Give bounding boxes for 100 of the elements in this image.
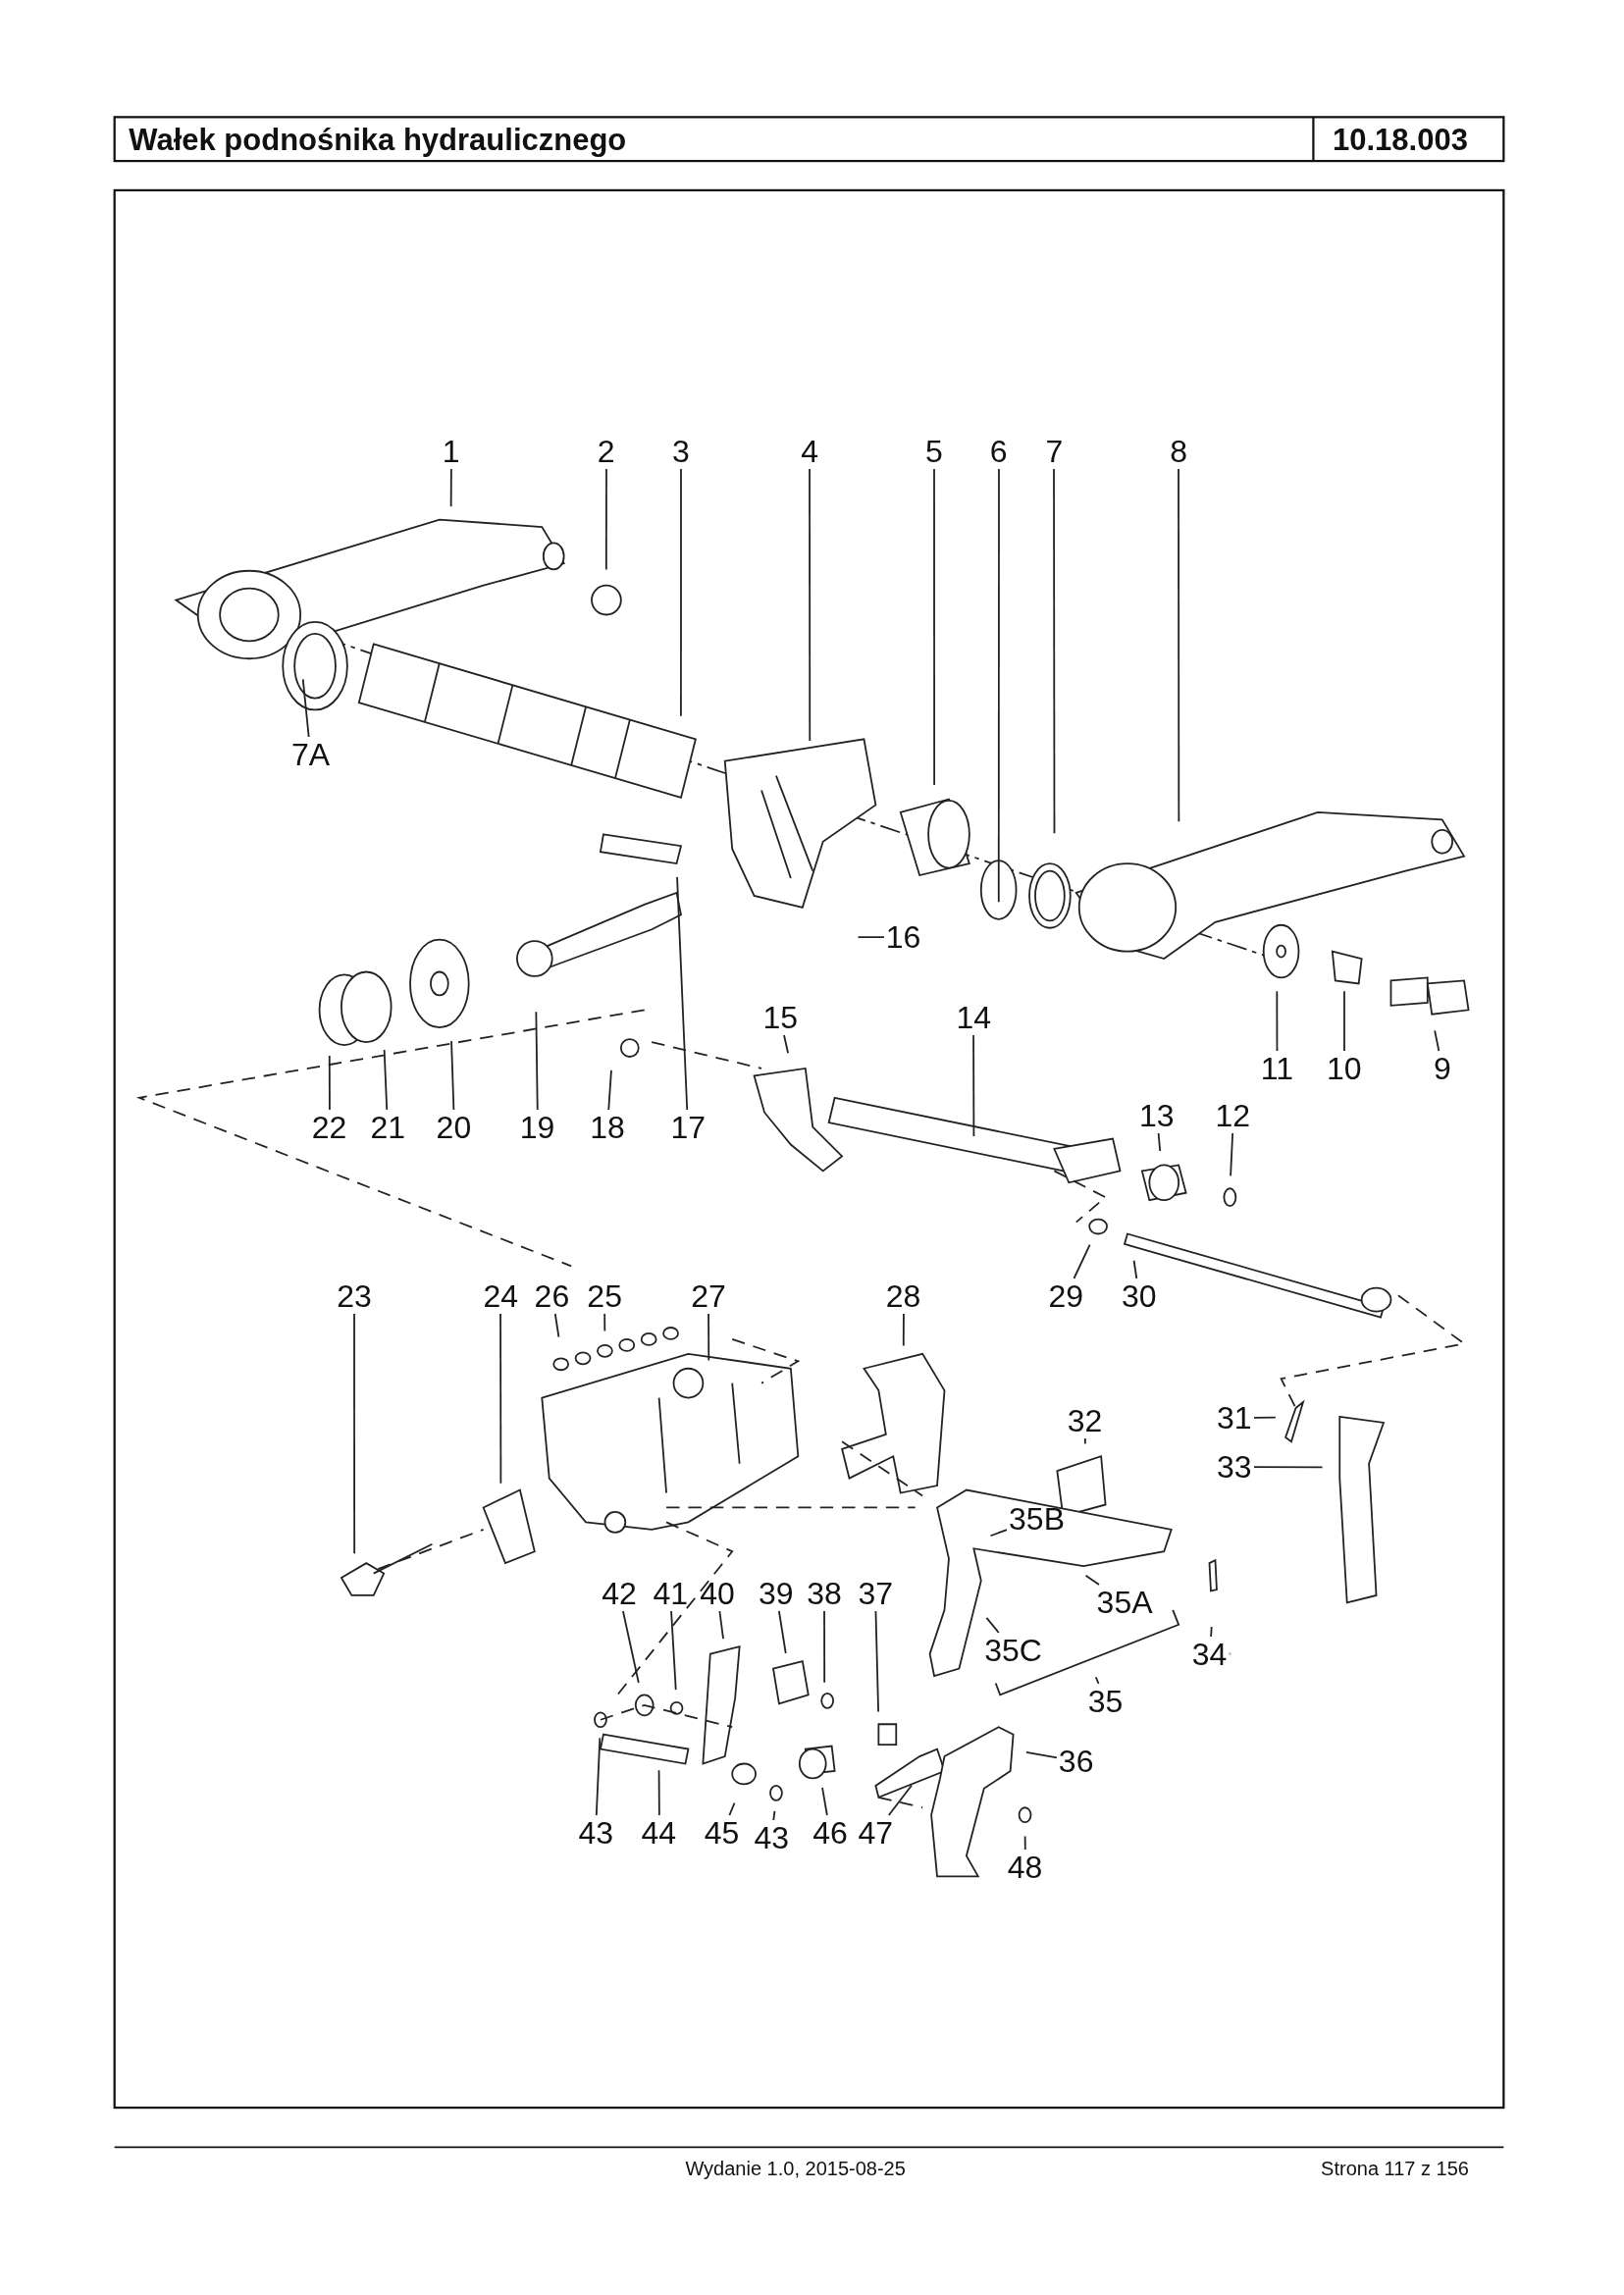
leader-line <box>933 468 935 786</box>
leader-line <box>1276 990 1279 1052</box>
section-number: 10.18.003 <box>1333 124 1468 155</box>
leader-line <box>553 1313 560 1338</box>
leader-line <box>607 1069 612 1111</box>
leader-line <box>449 468 452 508</box>
callout-number: 25 <box>587 1279 622 1312</box>
callout-number: 26 <box>534 1279 570 1312</box>
leader-line <box>823 1610 826 1684</box>
leader-line <box>972 1034 975 1137</box>
leader-line <box>778 1610 787 1654</box>
leader-line <box>728 1801 736 1816</box>
callout-number: 1 <box>442 435 460 467</box>
callout-number: 37 <box>858 1577 893 1609</box>
callout-number: 17 <box>670 1112 706 1144</box>
page-title: Wałek podnośnika hydraulicznego <box>129 124 627 155</box>
callout-number: 15 <box>762 1002 798 1034</box>
callout-number: 43 <box>578 1817 613 1850</box>
leader-line <box>604 468 607 571</box>
callout-number: 27 <box>691 1279 726 1312</box>
leader-line <box>1210 1626 1213 1638</box>
leader-line <box>1073 1243 1091 1279</box>
callout-number: 40 <box>700 1577 735 1609</box>
callout-number: 30 <box>1122 1279 1157 1312</box>
callout-number: 2 <box>597 435 615 467</box>
leader-line <box>1253 1416 1277 1419</box>
callout-number: 29 <box>1048 1279 1083 1312</box>
callout-number: 33 <box>1217 1451 1252 1484</box>
leader-line <box>328 1055 331 1111</box>
leader-line <box>535 1011 539 1111</box>
leader-line <box>301 678 310 738</box>
leader-line <box>821 1787 828 1816</box>
callout-number: 18 <box>590 1112 625 1144</box>
leader-line <box>874 1610 879 1713</box>
leader-line <box>1053 468 1056 835</box>
leader-line <box>989 1529 1008 1538</box>
leader-line <box>353 1313 356 1555</box>
leader-line <box>809 468 812 742</box>
leader-line <box>670 1610 677 1692</box>
callout-number: 7A <box>290 738 330 770</box>
callout-number: 20 <box>436 1112 472 1144</box>
callout-number: 45 <box>704 1817 740 1850</box>
callout-number: 23 <box>337 1279 372 1312</box>
callout-number: 31 <box>1217 1401 1252 1434</box>
leader-line <box>622 1610 640 1684</box>
leader-line <box>680 468 682 717</box>
callout-number: 48 <box>1007 1851 1043 1883</box>
leader-line <box>1178 468 1180 823</box>
callout-number: 9 <box>1433 1053 1451 1085</box>
callout-number: 32 <box>1067 1404 1103 1436</box>
callout-number: 43 <box>754 1821 790 1853</box>
callout-number: 21 <box>370 1112 406 1144</box>
leader-line <box>1132 1259 1138 1279</box>
leader-line <box>1083 1437 1086 1445</box>
callout-number: 4 <box>801 435 819 467</box>
callout-number: 35 <box>1087 1686 1124 1718</box>
leader-line <box>1230 1132 1234 1177</box>
leader-line <box>783 1034 789 1055</box>
callout-number: 46 <box>812 1817 848 1850</box>
leader-line <box>1025 1750 1058 1759</box>
leader-line <box>1253 1466 1324 1469</box>
callout-number: 3 <box>671 435 690 467</box>
callout-number: 44 <box>641 1817 677 1850</box>
leader-line <box>857 936 885 938</box>
leader-line <box>707 1313 710 1362</box>
callout-number: 47 <box>858 1817 893 1850</box>
leader-line <box>657 1769 660 1816</box>
callout-number: 38 <box>807 1577 842 1609</box>
callout-number: 34 <box>1191 1639 1228 1671</box>
callout-number: 35B <box>1009 1502 1065 1535</box>
callout-number: 35C <box>984 1634 1042 1666</box>
page-number: Strona 117 z 156 <box>1321 2158 1469 2178</box>
callout-number: 7 <box>1045 435 1064 467</box>
callout-number: 39 <box>758 1577 794 1609</box>
edition-date: Wydanie 1.0, 2015-08-25 <box>685 2158 906 2178</box>
callout-number: 5 <box>925 435 943 467</box>
leader-line <box>676 876 689 1111</box>
leader-line <box>603 1313 606 1332</box>
callout-number: 42 <box>602 1577 637 1609</box>
callout-number: 16 <box>885 921 921 954</box>
callout-number: 36 <box>1058 1746 1094 1778</box>
callout-number: 13 <box>1138 1100 1175 1132</box>
callout-number: 19 <box>519 1112 555 1144</box>
callout-number: 6 <box>989 435 1008 467</box>
callout-number: 8 <box>1170 435 1188 467</box>
leader-line <box>887 1784 914 1816</box>
leader-line <box>1094 1676 1100 1685</box>
leader-line <box>997 468 1000 904</box>
callout-number: 22 <box>311 1112 347 1144</box>
callout-number: 11 <box>1260 1053 1294 1085</box>
leader-line <box>772 1810 776 1821</box>
leader-line <box>1434 1029 1441 1052</box>
callout-number: 28 <box>885 1279 921 1312</box>
leader-line <box>595 1737 602 1816</box>
callout-number: 35A <box>1096 1586 1153 1618</box>
leader-line <box>1023 1835 1026 1851</box>
leader-line <box>1343 990 1345 1052</box>
callout-number: 12 <box>1215 1100 1251 1132</box>
leader-line <box>902 1313 905 1347</box>
callout-number: 24 <box>483 1279 518 1312</box>
